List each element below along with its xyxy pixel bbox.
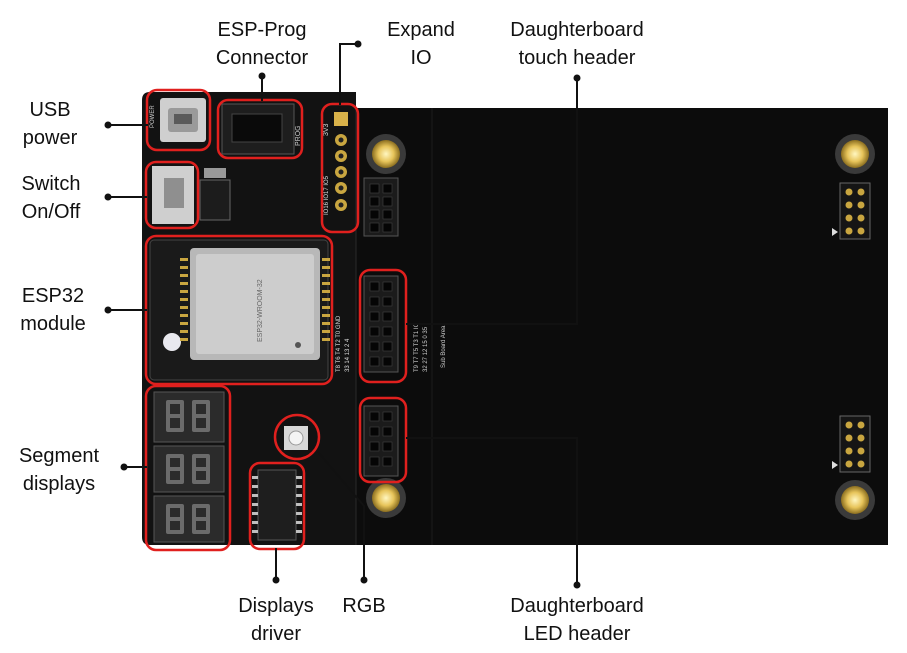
touch-silk-2: 32 27 12 15 0 35 <box>423 326 429 372</box>
touch-silk-1: T9 T7 T5 T3 T1 IO <box>414 322 420 372</box>
box-esp-prog <box>216 98 304 160</box>
usb-silk: POWER <box>150 105 156 128</box>
label-expand-io: Expand IO <box>366 16 476 72</box>
usb-connector <box>160 98 206 142</box>
label-segments-line2: displays <box>22 473 96 495</box>
label-rgb: RGB <box>330 592 398 620</box>
edge-header-top <box>832 182 871 240</box>
label-usb-power: USB power <box>8 96 92 152</box>
label-switch-line1: Switch <box>21 173 81 195</box>
box-led-header <box>358 396 408 484</box>
label-switch-line2: On/Off <box>21 201 81 223</box>
display-driver-art <box>252 469 302 541</box>
label-segments-line1: Segment <box>18 445 100 467</box>
expand-io-pins <box>334 112 348 211</box>
leader-dots <box>104 40 581 589</box>
label-segments: Segment displays <box>0 442 118 498</box>
label-led-header-line2: LED header <box>523 623 631 645</box>
regulator <box>199 168 231 221</box>
box-switch <box>144 160 200 230</box>
box-touch-header <box>358 268 408 384</box>
label-touch-header-line2: touch header <box>518 47 636 69</box>
label-usb-line2: power <box>22 127 78 149</box>
label-esp-prog: ESP-Prog Connector <box>192 16 332 72</box>
leader-led <box>406 437 578 585</box>
label-expand-io-line2: IO <box>410 47 432 69</box>
label-esp-prog-line1: ESP-Prog <box>217 19 307 41</box>
label-touch-header-line1: Daughterboard <box>510 19 644 41</box>
touch-header <box>363 275 399 373</box>
label-switch: Switch On/Off <box>6 170 96 226</box>
leader-expand-io <box>339 43 358 105</box>
power-switch <box>152 166 194 224</box>
prog-silk: PROG <box>295 125 302 146</box>
top-header <box>363 177 399 237</box>
segment-displays-art <box>153 391 225 543</box>
label-esp32-line2: module <box>20 313 86 335</box>
label-expand-io-line1: Expand <box>387 19 455 41</box>
esp-prog-connector <box>221 103 295 155</box>
leader-lines <box>108 43 578 585</box>
sub-board-area <box>356 108 888 545</box>
label-driver: Displays driver <box>216 592 336 648</box>
label-esp32-line1: ESP32 <box>21 285 85 307</box>
sub-board-silk: Sub Board Area <box>441 325 447 368</box>
v33-silk: 3V3 <box>323 123 330 136</box>
led-header <box>363 405 399 477</box>
label-touch-header: Daughterboard touch header <box>492 16 662 72</box>
label-led-header: Daughterboard LED header <box>492 592 662 648</box>
label-usb-line1: USB <box>29 99 71 121</box>
io-silk: IO16 IO17 IO5 <box>324 175 330 215</box>
label-led-header-line1: Daughterboard <box>510 595 644 617</box>
box-usb <box>145 88 212 152</box>
label-driver-line1: Displays <box>238 595 314 617</box>
label-esp-prog-line2: Connector <box>215 47 309 69</box>
label-driver-line2: driver <box>250 623 301 645</box>
label-esp32: ESP32 module <box>6 282 100 338</box>
module-silk: ESP32-WROOM-32 <box>257 279 264 342</box>
esp32-module-art <box>149 239 330 381</box>
leader-touch <box>406 78 578 325</box>
pins-bottom-silk: 33 14 13 2 4 <box>345 338 351 372</box>
pins-top-silk: T8 T6 T4 T2 T0 GND <box>336 315 342 372</box>
edge-header-bottom <box>832 415 871 473</box>
mounting-holes <box>366 134 875 520</box>
rgb-led-art <box>284 426 308 450</box>
label-rgb-line1: RGB <box>342 595 386 617</box>
leader-rgb <box>317 451 365 580</box>
box-rgb <box>273 413 321 461</box>
